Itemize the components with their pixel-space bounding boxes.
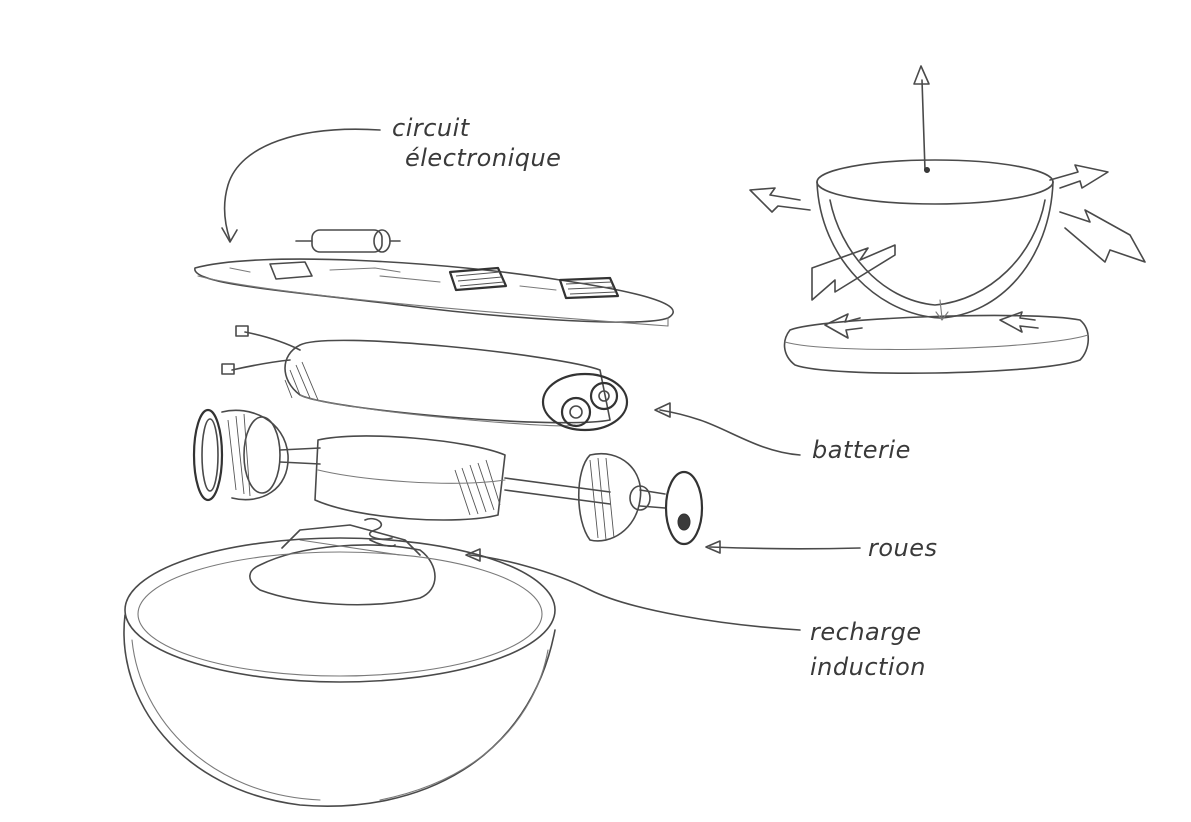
- induction-coil: [249, 524, 436, 606]
- battery: [221, 325, 629, 432]
- label-roues: roues: [868, 534, 938, 562]
- leader-circuit: [223, 128, 381, 241]
- wheels-assembly: [192, 408, 704, 547]
- label-recharge-line1: recharge: [810, 618, 922, 646]
- leader-batterie: [659, 409, 801, 456]
- leader-roues: [709, 546, 861, 550]
- circuit-board: [194, 229, 674, 327]
- hemisphere-shell: [123, 537, 556, 807]
- label-recharge-line2: induction: [810, 653, 926, 681]
- motion-diagram: [749, 65, 1146, 375]
- annotations: circuit électronique batterie roues rech…: [392, 114, 938, 681]
- label-circuit-line2: électronique: [405, 144, 561, 172]
- label-batterie: batterie: [812, 436, 911, 464]
- label-circuit-line1: circuit: [392, 114, 471, 142]
- leader-lines: [221, 128, 861, 631]
- leader-recharge: [469, 554, 801, 631]
